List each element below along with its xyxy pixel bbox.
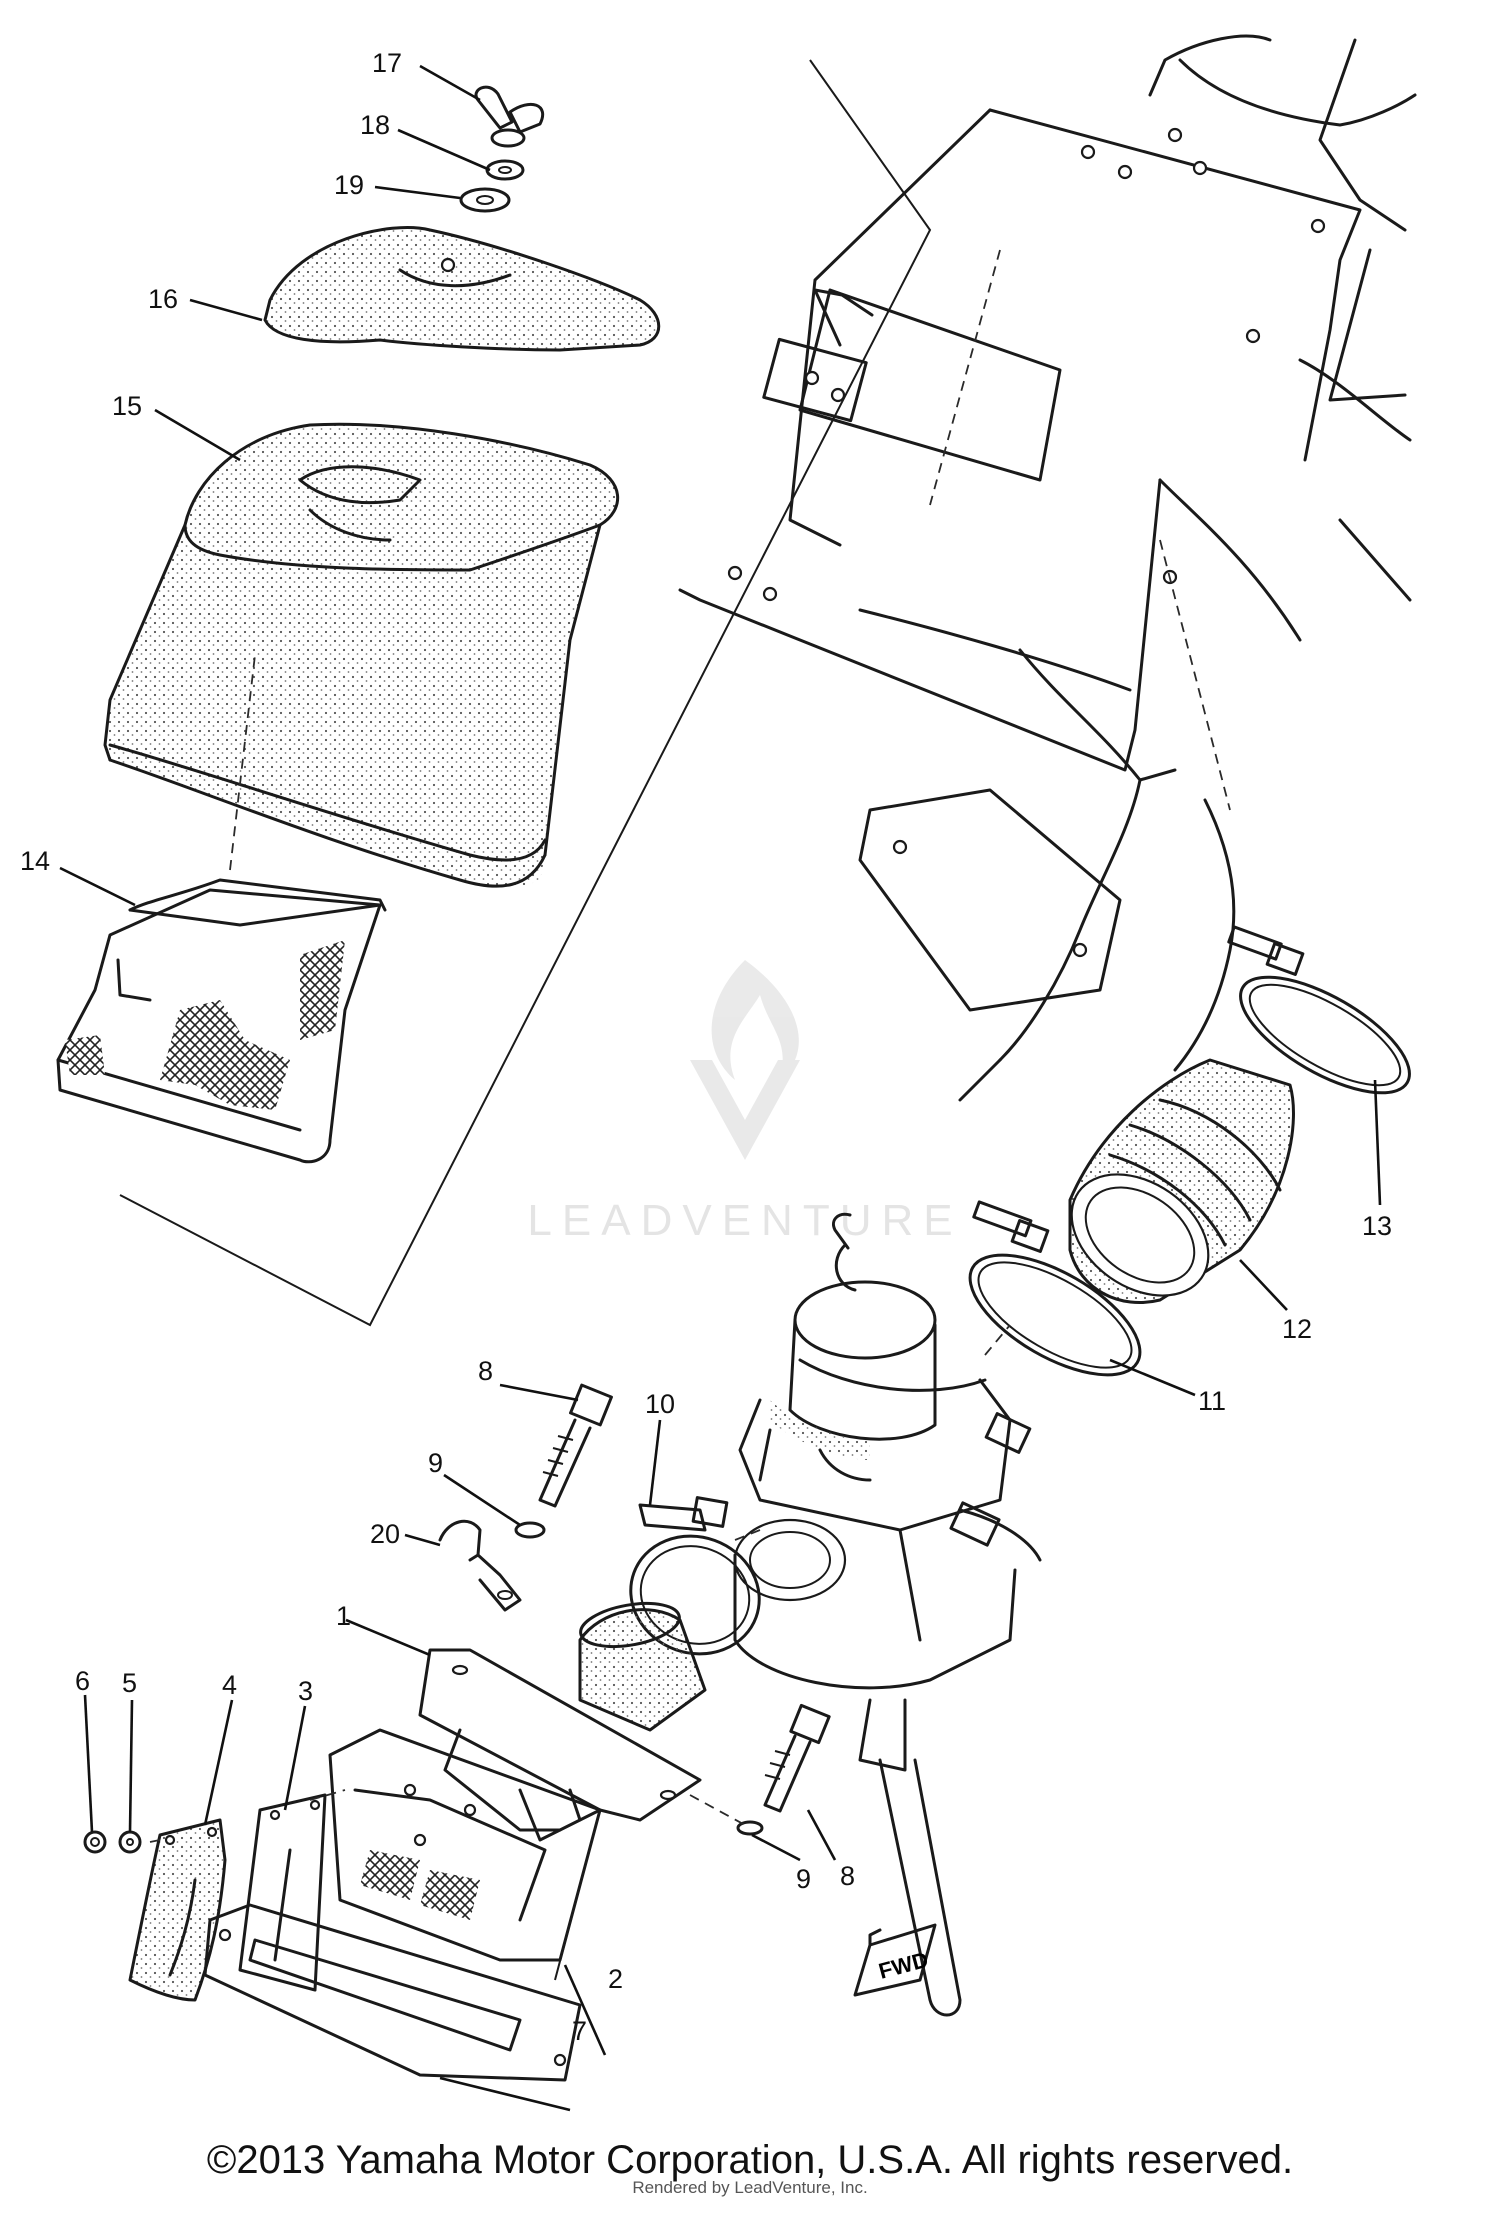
callout-8-upper: 8 (478, 1356, 493, 1386)
flame-logo-icon (711, 960, 799, 1080)
air-cleaner-guide-box (119, 59, 932, 1327)
clamp-13 (1227, 925, 1411, 1095)
lock-washer-9-upper (514, 1521, 546, 1539)
element-frame-14 (56, 654, 387, 1164)
callout-3: 3 (298, 1676, 313, 1706)
lock-washer-9-lower (736, 1820, 764, 1836)
wing-nut-17 (474, 85, 545, 148)
callout-13: 13 (1362, 1211, 1392, 1241)
chevron-logo-icon (690, 1060, 800, 1160)
intake-joint-12 (1068, 1058, 1295, 1305)
rendered-by-note: Rendered by LeadVenture, Inc. (632, 2178, 868, 2197)
watermark-text: LEADVENTURE (527, 1196, 962, 1245)
reed-guide-line (554, 1809, 601, 1981)
callout-6: 6 (75, 1666, 90, 1696)
clamp-10 (629, 1496, 761, 1656)
cover-plate-16 (263, 226, 661, 352)
callout-4: 4 (222, 1670, 237, 1700)
frame-airbox (678, 34, 1417, 1102)
gasket-7 (203, 1903, 582, 2082)
callout-5: 5 (122, 1668, 137, 1698)
callout-9-lower: 9 (796, 1864, 811, 1894)
callout-20: 20 (370, 1519, 400, 1549)
callout-16: 16 (148, 284, 178, 314)
callout-14: 14 (20, 846, 50, 876)
leadventure-watermark: LEADVENTURE (527, 960, 962, 1245)
stopper-plate-4 (128, 1818, 227, 2002)
manifold-1 (418, 1601, 707, 1842)
reed-3 (238, 1793, 327, 1992)
air-filter-element-15 (103, 422, 619, 888)
callout-15: 15 (112, 391, 142, 421)
bolt-8-upper (538, 1383, 613, 1508)
callout-19: 19 (334, 170, 364, 200)
washer-19 (459, 187, 511, 213)
leader-lines (59, 64, 1382, 2112)
callout-7: 7 (572, 2016, 587, 2046)
callout-8-lower: 8 (840, 1861, 855, 1891)
bolt-8-lower (763, 1703, 831, 1813)
callout-11: 11 (1198, 1386, 1226, 1416)
callout-2: 2 (608, 1964, 623, 1994)
callout-17: 17 (372, 48, 402, 78)
callout-18: 18 (360, 110, 390, 140)
screw-6 (83, 1830, 107, 1854)
clamp-11 (968, 1200, 1142, 1377)
bracket-20 (438, 1519, 522, 1612)
washer-18 (485, 159, 525, 181)
callout-9-upper: 9 (428, 1448, 443, 1478)
reed-block-2 (328, 1728, 602, 1962)
carburetor (733, 1212, 1042, 2017)
washer-5 (118, 1830, 142, 1854)
copyright-notice: ©2013 Yamaha Motor Corporation, U.S.A. A… (206, 2138, 1294, 2182)
callout-10: 10 (645, 1389, 675, 1419)
callout-1: 1 (336, 1601, 351, 1631)
fwd-arrow: FWD (853, 1923, 937, 1997)
callout-12: 12 (1282, 1314, 1312, 1344)
fwd-label: FWD (876, 1947, 931, 1984)
